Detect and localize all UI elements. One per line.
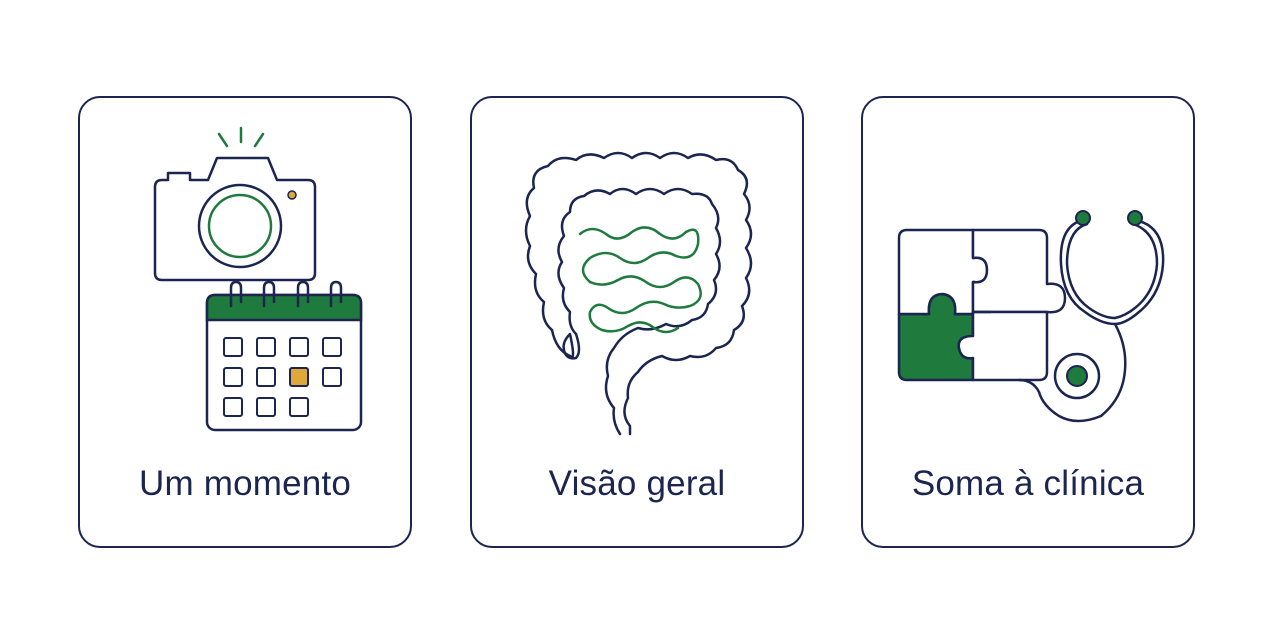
card-label: Soma à clínica: [911, 464, 1145, 503]
card-illustration: [153, 126, 363, 432]
card-illustration: [524, 151, 753, 436]
card-visao-geral: Visão geral: [470, 96, 804, 548]
card-label: Visão geral: [548, 464, 726, 503]
calendar-icon: [205, 280, 363, 432]
stethoscope-icon: [1017, 210, 1165, 423]
card-label: Um momento: [138, 464, 352, 503]
camera-icon: [153, 126, 317, 282]
highlighted-day: [289, 367, 309, 387]
card-um-momento: Um momento: [78, 96, 412, 548]
card-soma-a-clinica: Soma à clínica: [861, 96, 1195, 548]
card-illustration: [897, 210, 1165, 423]
intestine-icon: [524, 151, 753, 436]
puzzle-icon: [897, 228, 1067, 382]
